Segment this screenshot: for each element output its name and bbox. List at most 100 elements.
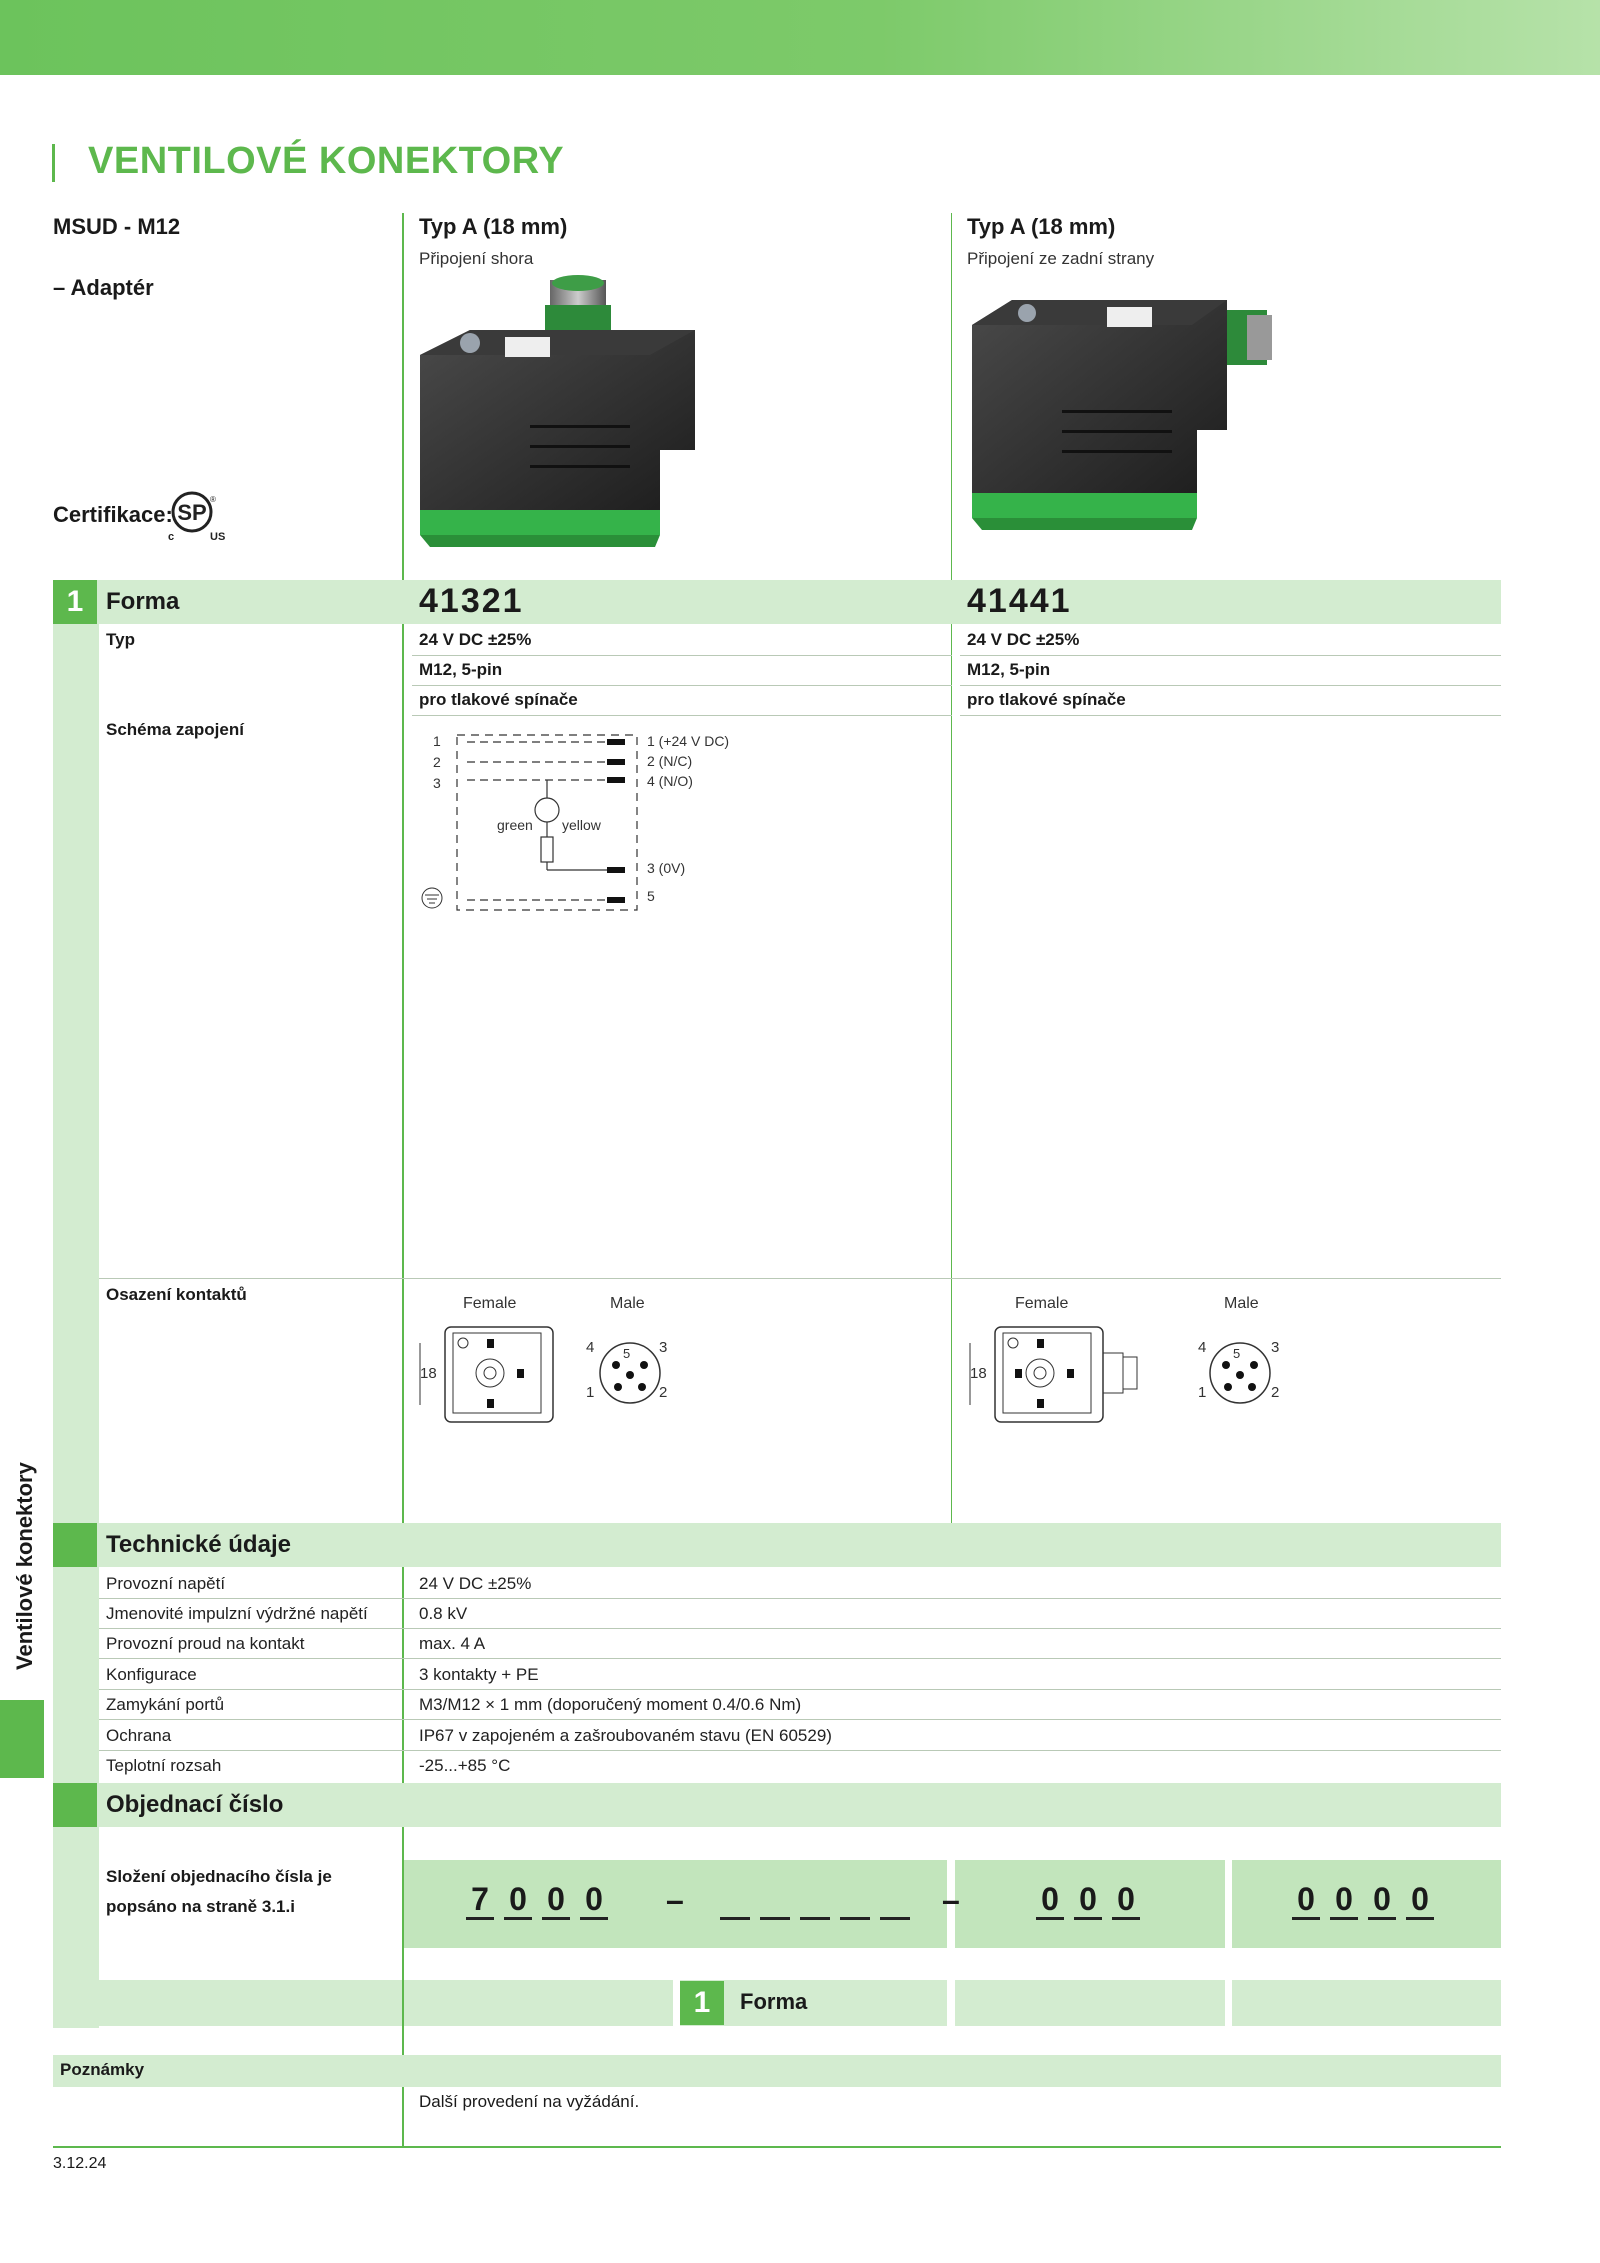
col2-male-pin: 5 bbox=[1233, 1346, 1241, 1361]
order-blank-slot[interactable] bbox=[840, 1881, 870, 1920]
col2-typ-line-2: M12, 5-pin bbox=[967, 660, 1051, 679]
order-legend-band bbox=[404, 1980, 673, 2026]
product-series: MSUD - M12 bbox=[53, 214, 181, 239]
order-group-2-blanks[interactable] bbox=[720, 1881, 920, 1925]
order-legend-left-band bbox=[53, 1980, 402, 2026]
svg-text:®: ® bbox=[210, 495, 216, 504]
order-code-box-1-2 bbox=[404, 1860, 947, 1948]
notes-heading: Poznámky bbox=[60, 2060, 145, 2079]
product-variant: – Adaptér bbox=[53, 275, 154, 300]
led-yellow-label: yellow bbox=[562, 817, 601, 833]
schema-right-pin: 3 (0V) bbox=[647, 860, 686, 876]
col1-female-connector-drawing bbox=[415, 1325, 565, 1430]
divider bbox=[960, 655, 1501, 656]
schema-right-pin: 5 bbox=[647, 888, 655, 904]
order-legend-band bbox=[955, 1980, 1225, 2026]
divider bbox=[412, 685, 952, 686]
col2-male-pin: 3 bbox=[1271, 1339, 1280, 1356]
order-blank-slot[interactable] bbox=[720, 1881, 750, 1920]
tech-label-locking: Zamykání portů bbox=[106, 1695, 225, 1714]
tech-label-impulse: Jmenovité impulzní výdržné napětí bbox=[106, 1604, 368, 1623]
col2-connection: Připojení ze zadní strany bbox=[967, 249, 1155, 268]
tech-heading: Technické údaje bbox=[106, 1531, 291, 1558]
bottom-rule bbox=[53, 2146, 1501, 2148]
divider bbox=[99, 1278, 1501, 1279]
product-photo-top-connection bbox=[410, 275, 700, 570]
schema-left-pin: 3 bbox=[433, 775, 441, 791]
col2-female-connector-drawing bbox=[965, 1325, 1165, 1430]
order-heading: Objednací číslo bbox=[106, 1791, 284, 1818]
col2-type: Typ A (18 mm) bbox=[967, 214, 1116, 239]
order-description: Složení objednacího čísla je popsáno na … bbox=[106, 1867, 332, 1916]
divider bbox=[412, 655, 952, 656]
svg-text:c: c bbox=[168, 531, 174, 543]
schema-right-pin: 4 (N/O) bbox=[647, 773, 693, 789]
order-digit: 0 bbox=[504, 1881, 532, 1920]
col2-typ-line-1: 24 V DC ±25% bbox=[967, 630, 1080, 649]
tech-label-config: Konfigurace bbox=[106, 1665, 197, 1684]
order-separator-1: – bbox=[666, 1882, 684, 1918]
col2-typ-line-3: pro tlakové spínače bbox=[967, 690, 1126, 709]
order-header-badge bbox=[53, 1783, 97, 1827]
order-legend-band-forma bbox=[680, 1980, 947, 2026]
divider bbox=[99, 1658, 1501, 1659]
side-tab-marker bbox=[0, 1700, 44, 1778]
tech-header-band bbox=[99, 1523, 1501, 1567]
schema-left-pin: 1 bbox=[433, 733, 441, 749]
schema-left-pin: 2 bbox=[433, 754, 441, 770]
wiring-diagram bbox=[412, 725, 742, 930]
order-header-band bbox=[99, 1783, 1501, 1827]
order-digit: 0 bbox=[1074, 1881, 1102, 1920]
col1-female-label: Female bbox=[463, 1295, 517, 1312]
tech-label-protection: Ochrana bbox=[106, 1726, 172, 1745]
order-digit: 0 bbox=[1406, 1881, 1434, 1920]
order-legend-number-badge: 1 bbox=[680, 1981, 724, 2025]
side-tab-label: Ventilové konektory bbox=[12, 1462, 37, 1670]
col1-typ-line-3: pro tlakové spínače bbox=[419, 690, 578, 709]
page-title: VENTILOVÉ KONEKTORY bbox=[88, 140, 565, 182]
forma-number-badge: 1 bbox=[53, 580, 97, 624]
col2-male-pin: 1 bbox=[1198, 1384, 1207, 1401]
order-blank-slot[interactable] bbox=[880, 1881, 910, 1920]
tech-label-temperature: Teplotní rozsah bbox=[106, 1756, 222, 1775]
col1-dimension-18: 18 bbox=[420, 1365, 437, 1382]
col1-male-pin: 5 bbox=[623, 1346, 631, 1361]
forma-heading: Forma bbox=[106, 588, 180, 615]
led-green-label: green bbox=[497, 817, 533, 833]
order-digit: 0 bbox=[580, 1881, 608, 1920]
certification-label: Certifikace: bbox=[53, 502, 173, 527]
col2-dimension-18: 18 bbox=[970, 1365, 987, 1382]
col2-male-label: Male bbox=[1224, 1295, 1259, 1312]
tech-value-impulse: 0.8 kV bbox=[419, 1604, 468, 1623]
tech-value-voltage: 24 V DC ±25% bbox=[419, 1574, 532, 1593]
csa-certification-logo: SP ® c US bbox=[166, 484, 230, 551]
divider bbox=[99, 1598, 1501, 1599]
notes-header-band bbox=[53, 2055, 1501, 2087]
svg-text:US: US bbox=[210, 531, 225, 543]
order-digit: 0 bbox=[1292, 1881, 1320, 1920]
tech-value-locking: M3/M12 × 1 mm (doporučený moment 0.4/0.6… bbox=[419, 1695, 802, 1714]
schema-right-pin: 2 (N/C) bbox=[647, 753, 693, 769]
divider bbox=[99, 1628, 1501, 1629]
col2-female-label: Female bbox=[1015, 1295, 1069, 1312]
top-color-bar bbox=[0, 0, 1600, 75]
schema-label: Schéma zapojení bbox=[106, 720, 244, 739]
tech-label-current: Provozní proud na kontakt bbox=[106, 1634, 305, 1653]
order-blank-slot[interactable] bbox=[800, 1881, 830, 1920]
order-legend-band bbox=[1232, 1980, 1501, 2026]
divider bbox=[960, 715, 1501, 716]
tech-value-protection: IP67 v zapojeném a zašroubovaném stavu (… bbox=[419, 1726, 832, 1745]
order-blank-slot[interactable] bbox=[760, 1881, 790, 1920]
col2-part-number: 41441 bbox=[967, 582, 1072, 620]
col1-male-pin: 2 bbox=[659, 1384, 668, 1401]
tech-value-current: max. 4 A bbox=[419, 1634, 486, 1653]
svg-text:SP: SP bbox=[177, 500, 206, 525]
col1-type: Typ A (18 mm) bbox=[419, 214, 568, 239]
order-digit: 0 bbox=[1368, 1881, 1396, 1920]
col1-male-pin: 4 bbox=[586, 1339, 595, 1356]
schema-right-pin: 1 (+24 V DC) bbox=[647, 733, 730, 749]
order-separator-2: – bbox=[942, 1882, 960, 1918]
